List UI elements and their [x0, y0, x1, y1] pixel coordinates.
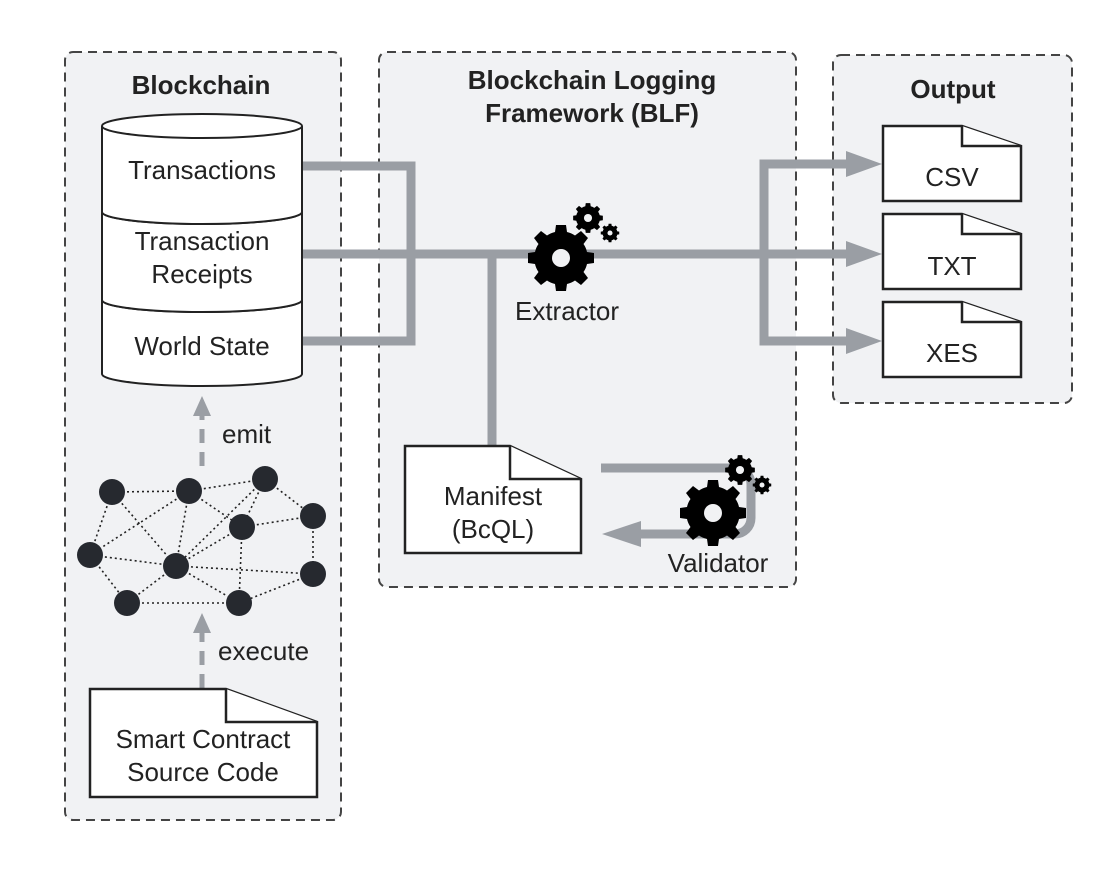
- txt-label: TXT: [927, 251, 976, 281]
- extractor-label: Extractor: [515, 296, 619, 326]
- manifest-fold: [508, 446, 581, 481]
- execute-arrowhead: [193, 613, 211, 633]
- receipts-label-line1: Transaction: [135, 226, 270, 256]
- xes-label: XES: [926, 338, 978, 368]
- manifest-line1: Manifest: [444, 481, 543, 511]
- transactions-label: Transactions: [128, 155, 276, 185]
- output-title: Output: [910, 74, 996, 104]
- blockchain-title: Blockchain: [132, 70, 271, 100]
- source-line1: Smart Contract: [116, 724, 292, 754]
- receipts-label-line2: Receipts: [151, 259, 252, 289]
- blf-title-line1: Blockchain Logging: [468, 65, 716, 95]
- execute-label: execute: [218, 636, 309, 666]
- csv-fold: [960, 126, 1021, 148]
- source-line2: Source Code: [127, 757, 279, 787]
- manifest-line2: (BcQL): [452, 514, 534, 544]
- validator-gear-icon: [680, 455, 772, 546]
- peer-network: [77, 466, 326, 616]
- txt-fold: [960, 214, 1021, 236]
- smart-contract-fold: [224, 689, 317, 724]
- world-state-label: World State: [134, 331, 269, 361]
- emit-label: emit: [222, 419, 272, 449]
- xes-fold: [960, 302, 1021, 324]
- blockchain-database: [101, 113, 303, 387]
- blf-title-line2: Framework (BLF): [485, 98, 699, 128]
- csv-label: CSV: [925, 162, 979, 192]
- emit-arrowhead: [193, 396, 211, 416]
- validator-label: Validator: [668, 548, 769, 578]
- extractor-gear-icon: [528, 203, 620, 291]
